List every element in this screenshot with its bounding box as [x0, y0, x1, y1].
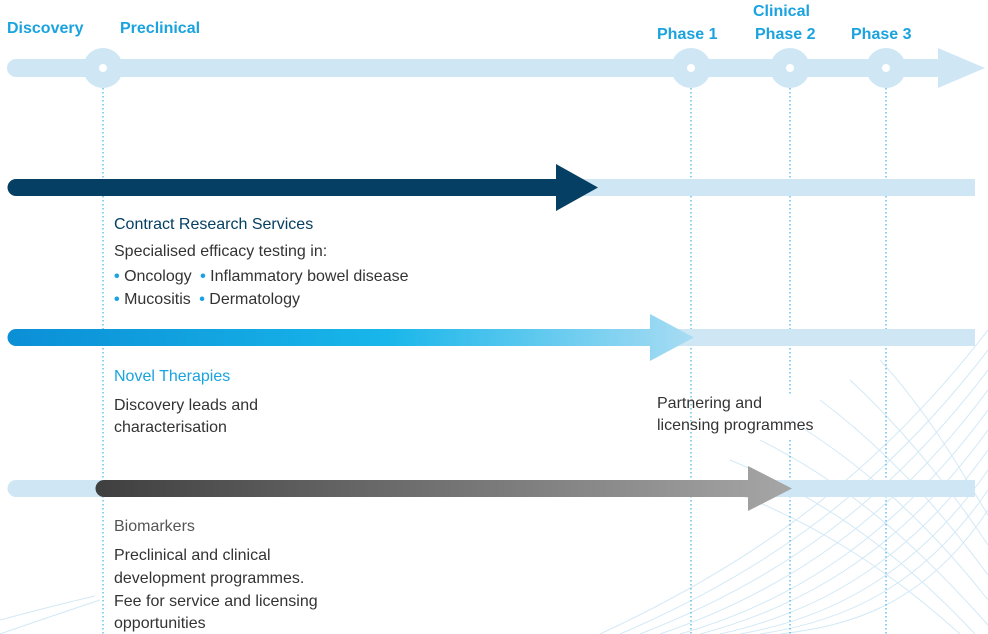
contract-research-track	[7, 164, 975, 211]
stage-label-phase1: Phase 1	[657, 26, 718, 43]
stage-label-phase2: Phase 2	[755, 26, 816, 43]
list-item: Dermatology	[209, 291, 300, 308]
bullet-icon: •	[114, 268, 120, 285]
contract-research-intro: Specialised efficacy testing in:	[114, 243, 328, 260]
biomarkers-track	[7, 466, 975, 511]
stage-label-discovery: Discovery	[7, 20, 84, 37]
list-item: Inflammatory bowel disease	[210, 268, 409, 285]
stage-label-phase3: Phase 3	[851, 26, 912, 43]
biomarkers-line-3: Fee for service and licensing	[114, 593, 318, 610]
stage-label-preclinical: Preclinical	[120, 20, 201, 37]
bullet-icon: •	[200, 268, 206, 285]
partnering-line-2: licensing programmes	[657, 417, 814, 434]
contract-research-title: Contract Research Services	[114, 216, 314, 233]
timeline-arrow	[7, 48, 985, 88]
partnering-line-1: Partnering and	[657, 395, 762, 412]
bullet-icon: •	[114, 291, 120, 308]
list-item: Oncology	[124, 268, 192, 285]
biomarkers-line-4: opportunities	[114, 615, 206, 632]
stage-label-clinical: Clinical	[753, 3, 810, 20]
contract-research-list-row-2: • Mucositis • Dermatology	[114, 289, 300, 310]
novel-therapies-line-1: Discovery leads and	[114, 397, 259, 414]
novel-therapies-line-2: characterisation	[114, 419, 227, 436]
novel-therapies-track	[7, 314, 975, 361]
phase-guide-lines	[102, 80, 887, 634]
list-item: Mucositis	[124, 291, 191, 308]
contract-research-list-row-1: • Oncology • Inflammatory bowel disease	[114, 266, 408, 287]
biomarkers-line-1: Preclinical and clinical	[114, 547, 271, 564]
biomarkers-line-2: development programmes.	[114, 570, 305, 587]
biomarkers-title: Biomarkers	[114, 518, 195, 535]
bullet-icon: •	[199, 291, 205, 308]
novel-therapies-title: Novel Therapies	[114, 368, 231, 385]
